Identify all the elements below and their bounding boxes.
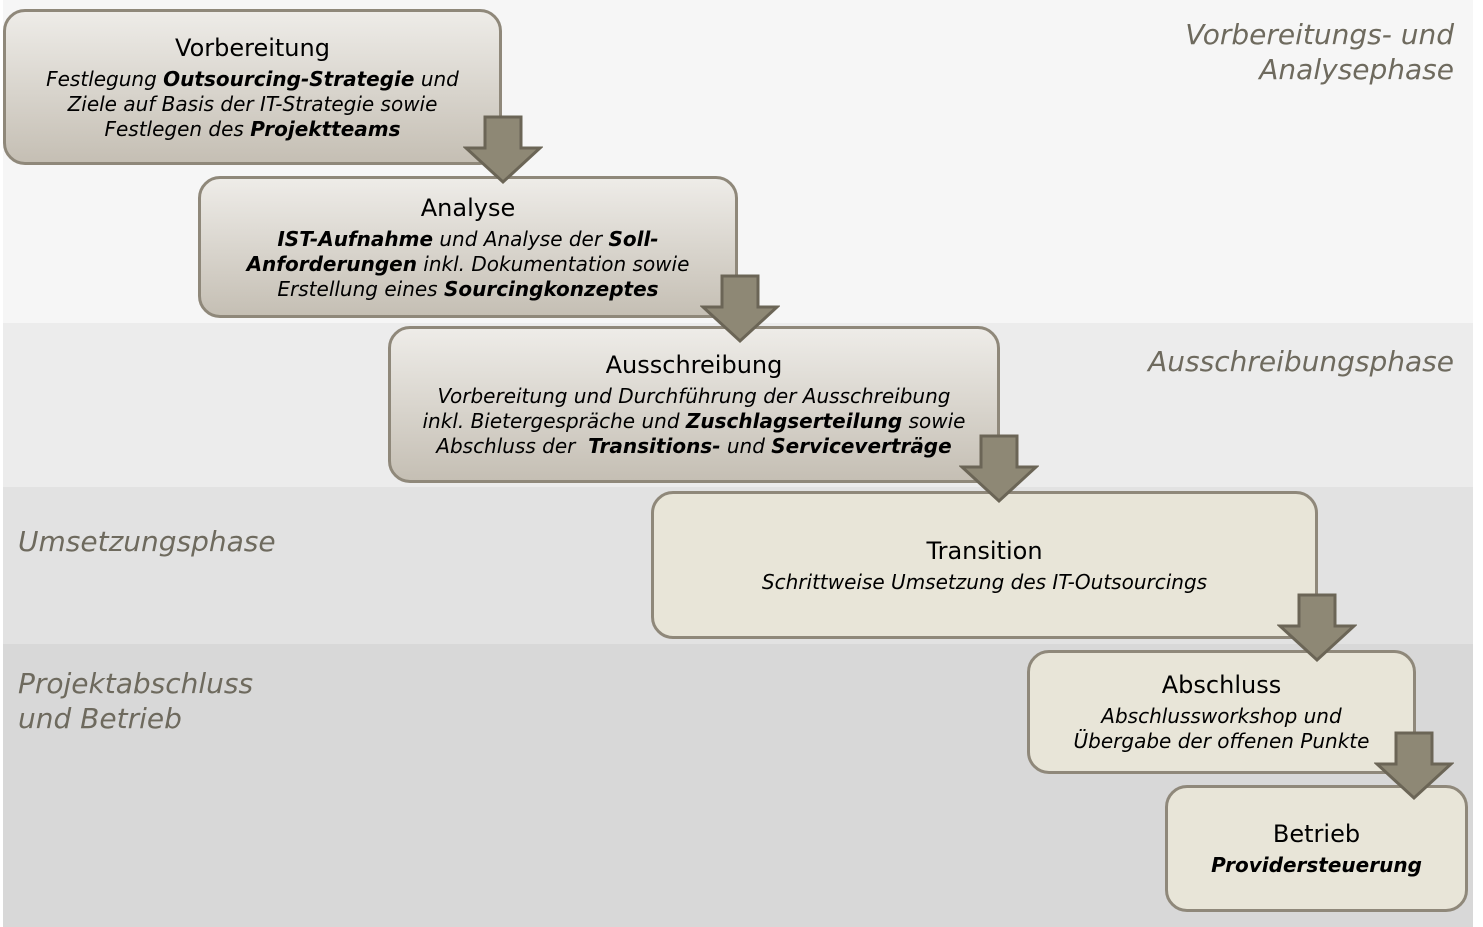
phase-label-preparation-analysis: Vorbereitungs- und Analysephase — [1185, 17, 1454, 87]
phase-label-line: Projektabschluss — [18, 667, 254, 700]
step-description-line: Schrittweise Umsetzung des IT-Outsourcin… — [762, 570, 1207, 595]
step-description-line: Vorbereitung und Durchführung der Aussch… — [423, 384, 966, 409]
step-description-line: Übergabe der offenen Punkte — [1074, 729, 1370, 754]
description-text: Übergabe der offenen Punkte — [1073, 729, 1370, 753]
step-description: Schrittweise Umsetzung des IT-Outsourcin… — [762, 570, 1207, 595]
phase-label-line: und Betrieb — [18, 702, 182, 735]
step-description-line: Ziele auf Basis der IT-Strategie sowie — [46, 92, 459, 117]
phase-label-line: Vorbereitungs- und — [1185, 18, 1454, 51]
description-text: Abschlussworkshop und — [1101, 704, 1342, 728]
description-text: inkl. Dokumentation sowie — [416, 251, 690, 276]
emphasis-text: Sourcingkonzeptes — [443, 276, 659, 301]
step-description: Vorbereitung und Durchführung der Aussch… — [423, 384, 966, 459]
arrow-down-icon — [463, 115, 543, 185]
phase-label-line: Umsetzungsphase — [18, 525, 276, 558]
step-box-analyse: Analyse IST-Aufnahme und Analyse der Sol… — [198, 176, 738, 318]
step-title: Vorbereitung — [175, 33, 330, 62]
emphasis-text: Anforderungen — [246, 251, 417, 276]
step-description-line: Festlegung Outsourcing-Strategie und — [46, 67, 459, 92]
step-description-line: Anforderungen inkl. Dokumentation sowie — [247, 252, 690, 277]
step-description: IST-Aufnahme und Analyse der Soll-Anford… — [247, 227, 690, 302]
description-text: Erstellung eines — [277, 276, 444, 301]
description-text: und — [720, 434, 772, 458]
phase-label-tender: Ausschreibungsphase — [1148, 344, 1454, 379]
step-title: Abschluss — [1161, 671, 1282, 699]
description-text: Festlegung — [46, 66, 164, 91]
step-box-vorbereitung: Vorbereitung Festlegung Outsourcing-Stra… — [3, 9, 502, 165]
emphasis-text: Serviceverträge — [771, 434, 952, 458]
step-title: Transition — [926, 536, 1043, 565]
description-text: Abschluss der — [436, 434, 589, 458]
step-title: Analyse — [420, 193, 516, 222]
step-box-ausschreibung: Ausschreibung Vorbereitung und Durchführ… — [388, 326, 1000, 483]
emphasis-text: IST-Aufnahme — [277, 226, 434, 251]
arrow-down-icon — [959, 434, 1039, 504]
description-text: Festlegen des — [104, 116, 251, 141]
step-description-line: Abschluss der Transitions- und Serviceve… — [423, 434, 966, 459]
step-box-betrieb: Betrieb Providersteuerung — [1165, 785, 1468, 912]
description-text: Ziele auf Basis der IT-Strategie sowie — [67, 91, 438, 116]
arrow-down-icon — [1374, 731, 1454, 801]
emphasis-text: Outsourcing-Strategie — [163, 66, 415, 91]
step-title: Ausschreibung — [605, 351, 783, 379]
emphasis-text: Zuschlagserteilung — [685, 409, 903, 433]
step-description-line: Erstellung eines Sourcingkonzeptes — [247, 277, 690, 302]
step-description: Providersteuerung — [1211, 853, 1422, 878]
description-text: Vorbereitung und Durchführung der Aussch… — [437, 384, 951, 408]
description-text: und — [414, 66, 459, 91]
phase-label-line: Analysephase — [1259, 53, 1454, 86]
phase-label-line: Ausschreibungsphase — [1148, 345, 1454, 378]
step-title: Betrieb — [1272, 820, 1361, 848]
emphasis-text: Projektteams — [250, 116, 401, 141]
description-text: Schrittweise Umsetzung des IT-Outsourcin… — [761, 569, 1208, 594]
phase-label-implementation: Umsetzungsphase — [18, 524, 276, 559]
step-description-line: Abschlussworkshop und — [1074, 704, 1370, 729]
step-box-transition: Transition Schrittweise Umsetzung des IT… — [651, 491, 1318, 639]
emphasis-text: Soll- — [608, 226, 659, 251]
description-text: inkl. Bietergespräche und — [422, 409, 686, 433]
arrow-down-icon — [700, 274, 780, 344]
description-text: und Analyse der — [433, 226, 609, 251]
description-text: sowie — [902, 409, 966, 433]
step-description-line: IST-Aufnahme und Analyse der Soll- — [247, 227, 690, 252]
step-description-line: Festlegen des Projektteams — [46, 117, 459, 142]
emphasis-text: Transitions- — [588, 434, 721, 458]
phase-label-closure-operation: Projektabschluss und Betrieb — [18, 666, 253, 736]
emphasis-text: Providersteuerung — [1211, 853, 1422, 877]
step-description-line: inkl. Bietergespräche und Zuschlagsertei… — [423, 409, 966, 434]
step-description-line: Providersteuerung — [1211, 853, 1422, 878]
arrow-down-icon — [1277, 593, 1357, 663]
